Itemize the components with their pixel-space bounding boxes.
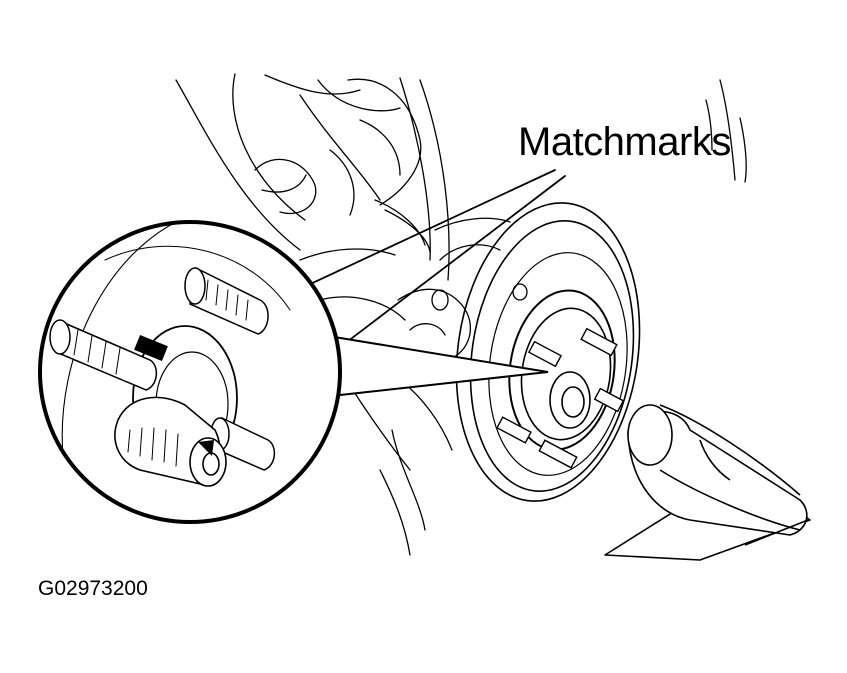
wheel-stud: [49, 319, 158, 391]
figure-code: G02973200: [38, 577, 148, 600]
matchmark-hub: [134, 334, 168, 362]
suspension-sketch: [175, 73, 747, 556]
hub-bolts: [496, 327, 625, 469]
callout-label: Matchmarks: [518, 120, 731, 164]
wheel-stud: [184, 266, 269, 335]
magnified-hub-detail: [38, 220, 342, 524]
matchmark-shaft: [198, 440, 214, 456]
brake-rotor: [455, 202, 641, 502]
tool-sketch: [604, 404, 811, 561]
hub-shaft: [114, 396, 227, 487]
